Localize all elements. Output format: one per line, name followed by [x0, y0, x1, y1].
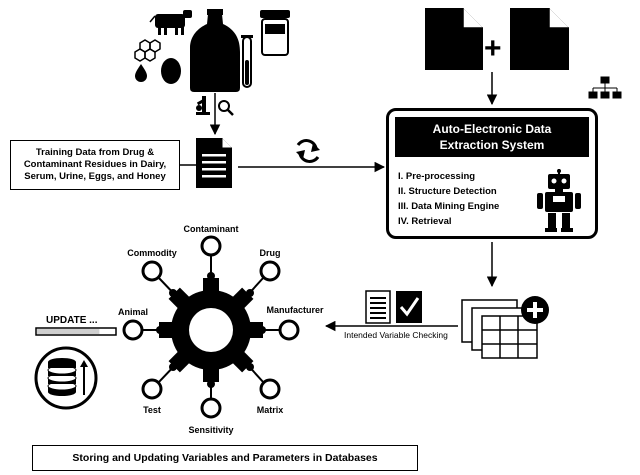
label-commodity: Commodity	[127, 248, 177, 258]
system-step: IV. Retrieval	[398, 216, 452, 227]
system-title: Auto-Electronic Data Extraction System	[395, 117, 589, 157]
system-step: III. Data Mining Engine	[398, 201, 500, 212]
magnifier-icon	[218, 100, 234, 116]
spoke-manufacturer	[256, 319, 300, 341]
test-tube-icon	[241, 35, 253, 88]
html-label: HTML	[514, 44, 549, 59]
milk-jug-icon	[190, 14, 240, 92]
extraction-system-panel: Auto-Electronic Data Extraction System I…	[386, 108, 598, 239]
spoke-test	[141, 361, 179, 400]
label-contaminant: Contaminant	[184, 224, 239, 234]
pdf-file-icon	[425, 8, 483, 70]
label-test: Test	[143, 405, 161, 415]
microscope-icon	[196, 96, 210, 115]
cow-icon	[149, 10, 192, 35]
spoke-commodity	[141, 260, 179, 299]
database-icon	[34, 346, 98, 410]
checking-label: Intended Variable Checking	[344, 330, 448, 340]
label-manufacturer: Manufacturer	[266, 305, 324, 315]
egg-icon	[161, 58, 181, 84]
spoke-drug	[244, 260, 281, 299]
add-icon	[521, 296, 549, 324]
spreadsheet-icon	[461, 299, 538, 359]
system-step: I. Pre-processing	[398, 171, 476, 182]
spoke-matrix	[244, 361, 281, 400]
update-label: UPDATE ...	[46, 315, 98, 326]
robot-icon	[537, 169, 581, 232]
document-icon	[196, 138, 232, 188]
system-step: II. Structure Detection	[398, 186, 497, 197]
honeycomb-icon	[134, 39, 161, 62]
spoke-contaminant	[200, 235, 222, 282]
label-drug: Drug	[260, 248, 281, 258]
plus-sign: +	[484, 32, 502, 65]
drop-icon	[135, 64, 147, 82]
specimen-jar-icon	[260, 10, 290, 56]
update-progress-fill	[37, 329, 100, 334]
spoke-sensitivity	[200, 378, 222, 419]
label-matrix: Matrix	[257, 405, 284, 415]
hierarchy-icon	[588, 76, 622, 99]
html-file-icon	[510, 8, 569, 70]
refresh-icon	[296, 139, 320, 163]
training-data-box: Training Data from Drug & Contaminant Re…	[10, 140, 180, 190]
gear-icon	[159, 278, 263, 382]
pdf-label: PDF	[433, 44, 459, 59]
storing-database-box: Storing and Updating Variables and Param…	[32, 445, 418, 471]
label-animal: Animal	[118, 307, 148, 317]
checklist-icon	[365, 290, 422, 324]
label-sensitivity: Sensitivity	[188, 425, 233, 435]
